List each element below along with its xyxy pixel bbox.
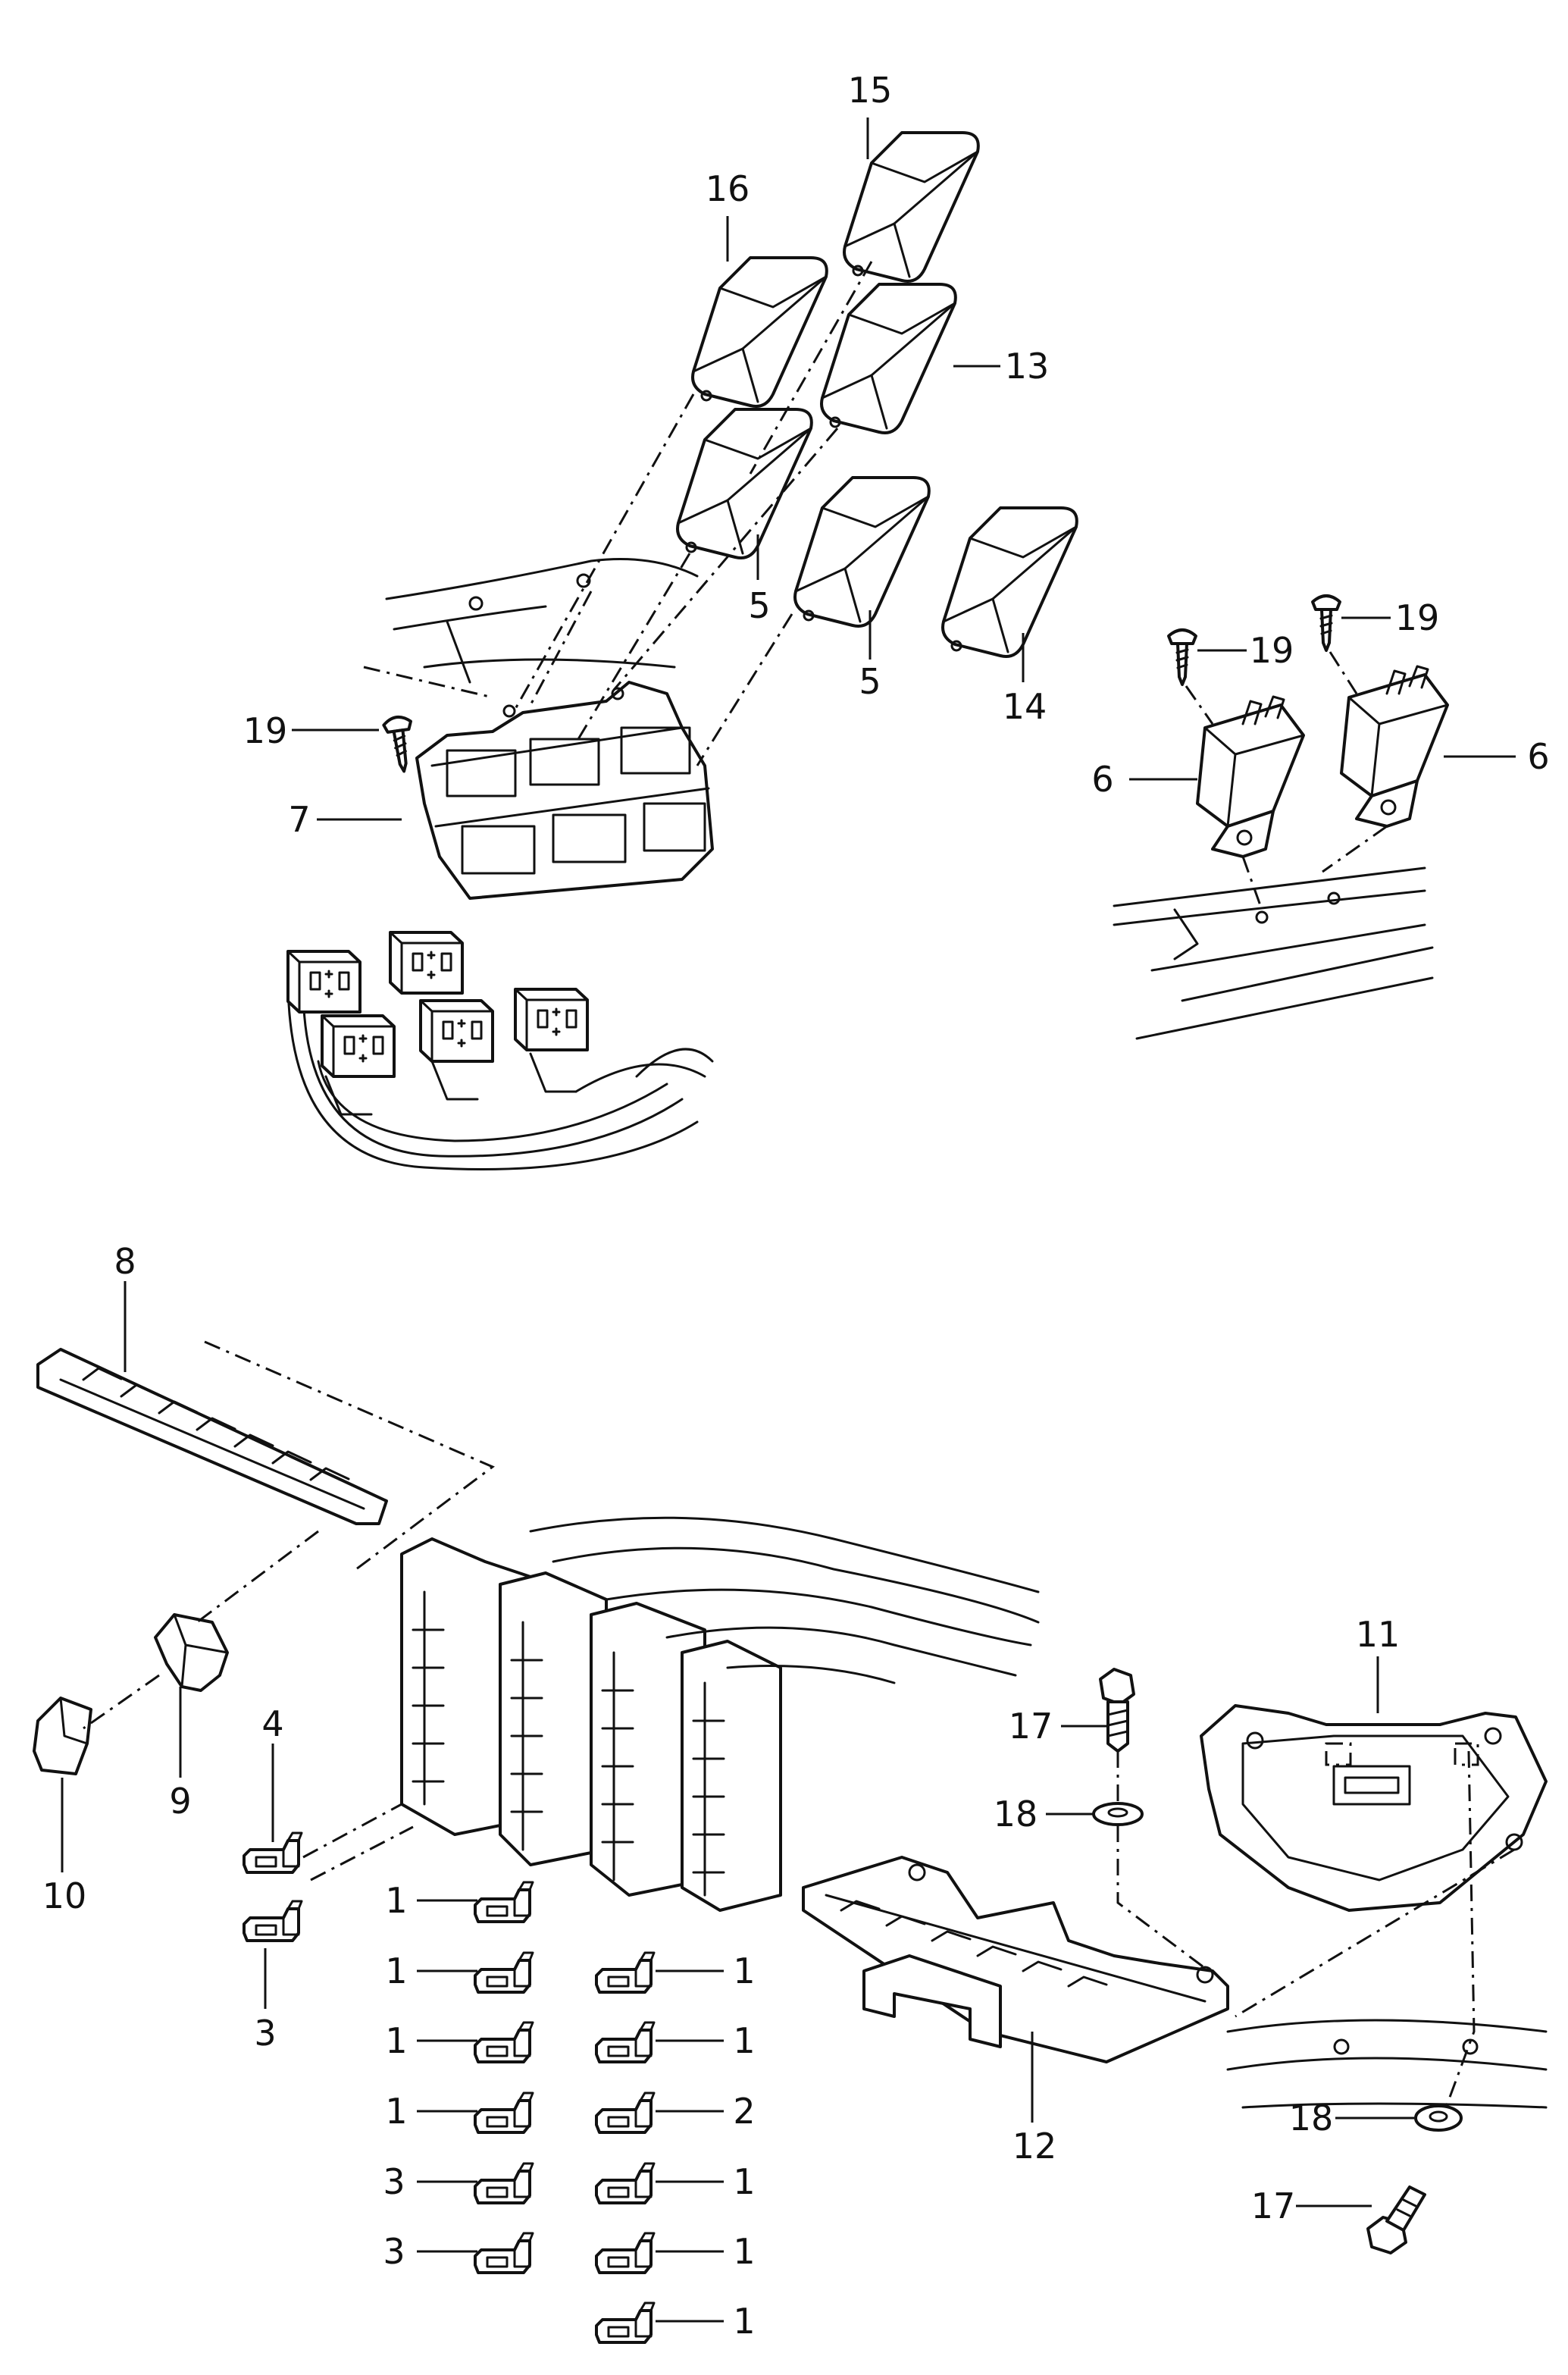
leader-lines (61, 117, 1516, 2323)
relay-13 (820, 283, 957, 434)
relay-15 (843, 131, 980, 283)
bracket-cover-assembly (802, 1668, 1548, 2254)
relay-14 (941, 506, 1078, 658)
callout-4: 4 (261, 1703, 283, 1744)
callout-fuse-right-1: 1 (733, 1950, 755, 1991)
callout-labels: 15 16 13 5 5 14 19 7 19 19 6 6 8 9 10 4 … (42, 70, 1550, 2342)
callout-6-left: 6 (1091, 759, 1113, 800)
callout-19-left: 19 (1250, 630, 1294, 671)
washer-18-upper (1092, 1802, 1144, 1826)
callout-11: 11 (1356, 1614, 1401, 1655)
fuse-column-right (595, 1951, 656, 2344)
callout-fuse-left-4: 1 (385, 2091, 407, 2132)
wiring-harness-sockets (286, 931, 714, 1170)
bolt-17-lower (1366, 2185, 1426, 2254)
callout-9: 9 (169, 1781, 191, 1822)
callout-fuse-right-3: 2 (733, 2091, 755, 2132)
callout-14: 14 (1003, 686, 1047, 727)
callout-3-single: 3 (254, 2013, 276, 2054)
callout-18-lower: 18 (1289, 2098, 1334, 2138)
fuse-carrier-block (400, 1516, 1040, 1912)
callout-18-upper: 18 (994, 1794, 1038, 1835)
callout-fuse-left-6: 3 (383, 2231, 405, 2272)
screw-19-left (1167, 628, 1197, 686)
washer-18-lower (1414, 2104, 1463, 2132)
callout-7: 7 (288, 799, 310, 840)
callout-6-right: 6 (1527, 736, 1549, 777)
fuse-column-left (474, 1881, 534, 2274)
callout-fuse-left-5: 3 (383, 2161, 405, 2202)
callout-15: 15 (848, 70, 893, 111)
callout-fuse-right-6: 1 (733, 2301, 755, 2342)
fuse-3 (243, 1900, 303, 1942)
callout-fuse-left-2: 1 (385, 1950, 407, 1991)
fuse-box-assembly (33, 1340, 1040, 2344)
callout-8: 8 (114, 1241, 136, 1282)
relay-carrier (415, 681, 714, 900)
screw-19-right (1311, 594, 1341, 652)
relay-5-lower (793, 476, 931, 628)
callout-10: 10 (42, 1875, 87, 1916)
auxiliary-relays (1113, 594, 1449, 1040)
callout-fuse-left-3: 1 (385, 2020, 407, 2061)
callout-19-right: 19 (1395, 597, 1440, 638)
relay-6-right (1340, 665, 1449, 828)
callout-17-upper: 17 (1009, 1706, 1053, 1747)
clip-10 (33, 1697, 92, 1775)
clip-9 (154, 1613, 229, 1692)
relay-16 (691, 256, 828, 408)
callout-16: 16 (706, 168, 750, 209)
callout-17-lower: 17 (1251, 2185, 1296, 2226)
callout-5-upper: 5 (748, 585, 770, 626)
cover-11 (1200, 1704, 1548, 1912)
callout-19-carrier: 19 (243, 710, 288, 751)
bracket-12 (802, 1856, 1229, 2063)
callout-fuse-right-2: 1 (733, 2020, 755, 2061)
bolt-17-upper (1099, 1668, 1135, 1753)
callout-13: 13 (1005, 346, 1050, 387)
relay-6-left (1196, 695, 1305, 858)
callout-fuse-right-5: 1 (733, 2231, 755, 2272)
callout-fuse-left-1: 1 (385, 1880, 407, 1921)
callout-5-lower: 5 (859, 661, 881, 702)
relay-carrier-assembly (286, 131, 1078, 1170)
callout-12: 12 (1012, 2126, 1057, 2167)
fuse-rail-8 (36, 1348, 388, 1525)
callout-fuse-right-4: 1 (733, 2161, 755, 2202)
screw-19-carrier (381, 713, 419, 775)
